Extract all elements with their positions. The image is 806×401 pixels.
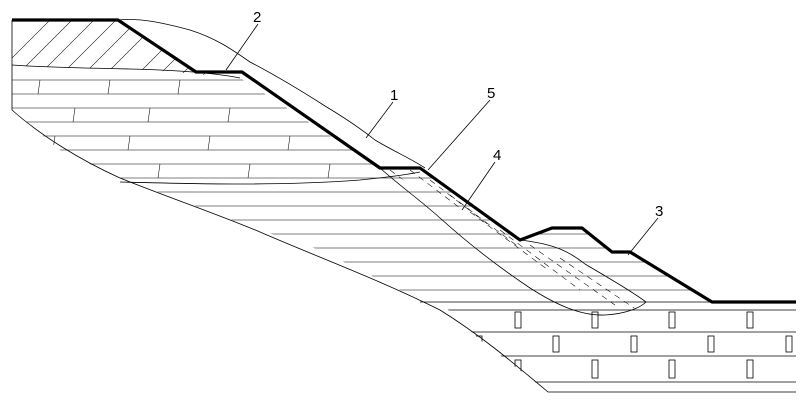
bedrock-blocks bbox=[440, 309, 796, 383]
original-ground-surface bbox=[117, 19, 426, 169]
leader-lines bbox=[225, 23, 659, 256]
bedding-line bbox=[119, 171, 421, 185]
excavation-profile bbox=[12, 18, 796, 304]
slide-lens-outline bbox=[379, 167, 647, 316]
soil-layer-lines bbox=[12, 79, 796, 291]
slide-mass-hatch bbox=[389, 169, 641, 313]
label-4: 4 bbox=[493, 147, 501, 164]
label-3: 3 bbox=[655, 203, 663, 220]
section-outline bbox=[11, 20, 796, 393]
label-5: 5 bbox=[487, 85, 495, 102]
label-2: 2 bbox=[253, 9, 261, 26]
label-1: 1 bbox=[390, 87, 398, 104]
